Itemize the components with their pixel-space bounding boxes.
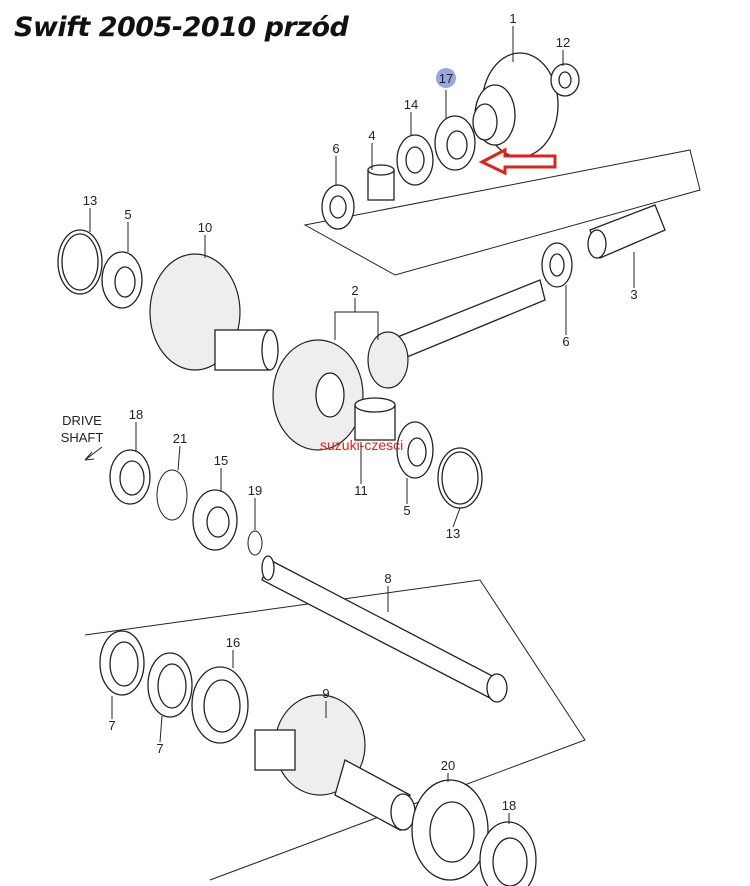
part-14-bearing[interactable] — [396, 134, 434, 186]
callout-5-middle[interactable]: 5 — [403, 503, 410, 518]
callout-12[interactable]: 12 — [556, 35, 570, 50]
callout-19[interactable]: 19 — [248, 483, 262, 498]
callout-6-right[interactable]: 6 — [562, 334, 569, 349]
leader-lines — [89, 26, 635, 824]
callout-14[interactable]: 14 — [404, 97, 418, 112]
callout-7-a[interactable]: 7 — [108, 718, 115, 733]
callout-15[interactable]: 15 — [214, 453, 228, 468]
callout-13-right[interactable]: 13 — [446, 526, 460, 541]
part-17-oil-seal[interactable] — [434, 115, 476, 171]
part-11-spacer[interactable] — [354, 397, 396, 441]
part-9-gear[interactable] — [254, 694, 416, 831]
part-21-snap-ring[interactable] — [156, 469, 188, 521]
upper-assembly-plane — [303, 149, 701, 276]
part-18-seal-left[interactable] — [109, 449, 151, 505]
callout-8[interactable]: 8 — [384, 571, 391, 586]
part-7-shim-b[interactable] — [147, 652, 193, 718]
callout-9[interactable]: 9 — [322, 686, 329, 701]
callout-7-b[interactable]: 7 — [156, 741, 163, 756]
callout-10[interactable]: 10 — [198, 220, 212, 235]
callout-18[interactable]: 18 — [129, 407, 143, 422]
callout-11[interactable]: 11 — [354, 483, 368, 498]
part-10-gear[interactable] — [149, 253, 279, 371]
part-15-bearing[interactable] — [192, 489, 238, 551]
part-5-bearing-middle[interactable] — [396, 421, 434, 479]
part-6-bearing-upper[interactable] — [321, 184, 355, 230]
callout-3[interactable]: 3 — [630, 287, 637, 302]
callout-4[interactable]: 4 — [368, 128, 375, 143]
callout-2[interactable]: 2 — [351, 283, 358, 298]
callout-1[interactable]: 1 — [509, 11, 516, 26]
watermark-text: suzuki-czesci — [320, 437, 403, 453]
part-5-bearing-left[interactable] — [101, 251, 143, 309]
drive-shaft-label-line1: DRIVE — [62, 413, 102, 428]
red-arrow-pointer — [478, 147, 557, 176]
page-title: Swift 2005-2010 przód — [14, 12, 349, 43]
callout-21[interactable]: 21 — [173, 431, 187, 446]
callout-5[interactable]: 5 — [124, 207, 131, 222]
callout-18-bottom[interactable]: 18 — [502, 798, 516, 813]
part-20-bearing[interactable] — [411, 779, 489, 881]
part-13-shim-right[interactable] — [437, 447, 483, 509]
callout-17[interactable]: 17 — [439, 71, 453, 86]
part-2-drive-pinion-shaft[interactable] — [272, 279, 546, 451]
part-16-bearing-cup[interactable] — [191, 666, 249, 744]
part-6-bearing-right[interactable] — [541, 242, 573, 288]
part-3-sleeve[interactable] — [587, 204, 666, 259]
drive-shaft-label-line2: SHAFT — [61, 430, 104, 445]
callout-13[interactable]: 13 — [83, 193, 97, 208]
part-19-clip[interactable] — [247, 530, 263, 556]
drive-shaft-arrow — [84, 446, 103, 461]
callout-16[interactable]: 16 — [226, 635, 240, 650]
part-12-nut[interactable] — [550, 63, 580, 97]
part-8-output-shaft[interactable] — [261, 555, 508, 703]
part-18-seal-bottom[interactable] — [479, 821, 537, 886]
callout-6[interactable]: 6 — [332, 141, 339, 156]
part-1-differential-case[interactable] — [472, 52, 559, 158]
part-13-shim-left[interactable] — [57, 229, 103, 295]
part-7-shim-a[interactable] — [99, 630, 145, 696]
part-17-highlight — [436, 68, 456, 88]
callout-20[interactable]: 20 — [441, 758, 455, 773]
part-4-spacer[interactable] — [367, 164, 395, 201]
